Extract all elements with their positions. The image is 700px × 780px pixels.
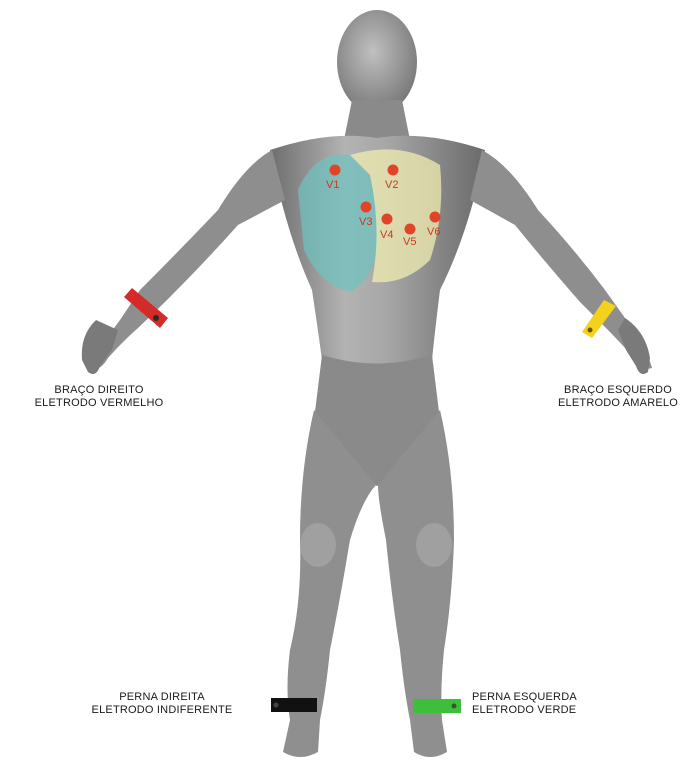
right-knee <box>300 523 336 567</box>
electrode-v6-label: V6 <box>427 226 440 238</box>
label-left-arm-line2: ELETRODO AMARELO <box>538 397 698 410</box>
electrode-v5 <box>405 224 416 235</box>
electrode-v6 <box>430 212 441 223</box>
electrode-v3 <box>361 202 372 213</box>
neck <box>344 100 410 140</box>
label-right-arm-line2: ELETRODO VERMELHO <box>18 397 180 410</box>
label-right-leg-line2: ELETRODO INDIFERENTE <box>60 704 264 717</box>
right-arm <box>88 150 285 370</box>
label-right-arm: BRAÇO DIREITO ELETRODO VERMELHO <box>18 384 180 410</box>
electrode-v2-label: V2 <box>385 179 398 191</box>
label-right-leg-line1: PERNA DIREITA <box>60 691 264 704</box>
head <box>337 10 417 114</box>
label-left-arm: BRAÇO ESQUERDO ELETRODO AMARELO <box>538 384 698 410</box>
left-leg-electrode <box>413 699 461 713</box>
left-knee <box>416 523 452 567</box>
label-left-leg-line2: ELETRODO VERDE <box>472 704 632 717</box>
electrode-v4 <box>382 214 393 225</box>
label-right-leg: PERNA DIREITA ELETRODO INDIFERENTE <box>60 691 264 717</box>
label-left-leg-line1: PERNA ESQUERDA <box>472 691 632 704</box>
electrode-v1-label: V1 <box>326 179 339 191</box>
right-leg-electrode <box>271 698 317 712</box>
label-left-leg: PERNA ESQUERDA ELETRODO VERDE <box>472 691 632 717</box>
electrode-v4-label: V4 <box>380 229 393 241</box>
electrode-v2 <box>388 165 399 176</box>
right-hand <box>82 320 118 374</box>
label-right-arm-line1: BRAÇO DIREITO <box>18 384 180 397</box>
label-left-arm-line1: BRAÇO ESQUERDO <box>538 384 698 397</box>
electrode-v1 <box>330 165 341 176</box>
electrode-v5-label: V5 <box>403 236 416 248</box>
electrode-v3-label: V3 <box>359 216 372 228</box>
left-hand <box>618 318 650 374</box>
